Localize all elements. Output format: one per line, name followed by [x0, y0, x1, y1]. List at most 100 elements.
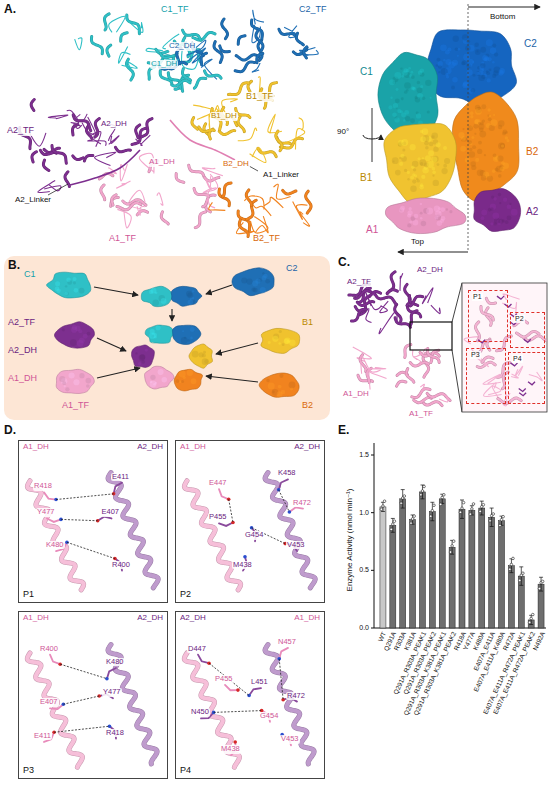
detail-panel: A1_DHA2_DHP1 [18, 440, 168, 603]
assembly-pathway [87, 332, 91, 336]
bar-chart [400, 499, 406, 628]
protein-surface [463, 54, 470, 61]
bar-chart [489, 520, 492, 523]
bar-chart [383, 500, 386, 503]
assembly-pathway [86, 378, 92, 384]
linker-label: A2_Linker [14, 196, 52, 205]
interface-detail [105, 677, 109, 681]
assembly-pathway [192, 351, 199, 358]
assembly-pathway [190, 337, 193, 340]
protein-surface [430, 97, 432, 99]
protein-surface [451, 86, 455, 90]
view-axis [398, 251, 468, 252]
protein-surface [425, 146, 428, 149]
protein-surface [503, 197, 507, 201]
protein-surface [492, 61, 495, 64]
protein-surface [501, 161, 505, 165]
assembly-pathway [263, 274, 268, 279]
region-label: P1 [22, 590, 35, 600]
assembly-pathway [66, 278, 71, 283]
bar-chart [500, 525, 504, 526]
residue-label: K480 [105, 658, 125, 666]
bar-chart [451, 545, 454, 548]
protein-surface [457, 55, 459, 57]
protein-surface [433, 180, 439, 186]
bar-chart [482, 503, 485, 506]
protein-ribbon [222, 19, 228, 39]
protein-surface [477, 169, 484, 176]
protein-ribbon [239, 220, 248, 236]
structure-zoom [519, 393, 526, 396]
assembly-pathway [152, 299, 158, 305]
protein-ribbon [287, 129, 305, 150]
protein-surface [491, 196, 494, 199]
bar-chart [410, 522, 413, 525]
protein-surface [491, 119, 498, 126]
assembly-pathway [4, 256, 330, 420]
protein-surface [480, 47, 486, 53]
subunit-label: B2 [302, 401, 313, 411]
protein-ribbon [121, 33, 127, 41]
view-axis [468, 4, 469, 252]
chain-label: B2_TF [252, 234, 281, 244]
protein-surface [416, 113, 421, 118]
protein-ribbon [52, 146, 66, 164]
view-axis [468, 6, 540, 7]
protein-surface [417, 157, 420, 160]
bar-chart [480, 514, 484, 515]
interface-detail [108, 473, 158, 588]
subunit-label: B2 [526, 146, 538, 157]
protein-surface [483, 57, 487, 61]
interface-detail [265, 645, 314, 764]
assembly-pathway [139, 355, 145, 361]
bar-chart [529, 624, 533, 625]
bar-chart [380, 508, 383, 511]
protein-surface [498, 120, 504, 126]
structure-zoom [519, 388, 526, 391]
protein-surface [410, 175, 414, 179]
interface-detail [219, 523, 233, 526]
protein-ribbon [109, 16, 125, 32]
protein-surface [478, 122, 481, 125]
structure-zoom [511, 363, 518, 366]
assembly-pathway [141, 286, 173, 306]
protein-surface [390, 97, 392, 99]
assembly-pathway [75, 326, 81, 332]
protein-surface [410, 185, 417, 192]
protein-ribbon [161, 212, 168, 224]
panel-letter: E. [338, 424, 349, 437]
protein-surface [437, 58, 441, 62]
protein-ribbon [88, 140, 106, 146]
assembly-pathway [97, 368, 140, 378]
bar-chart [402, 490, 403, 508]
protein-surface [422, 97, 426, 101]
protein-surface [432, 133, 438, 139]
structure-zoom [380, 301, 388, 313]
subunit-label: C1 [360, 66, 373, 77]
chain-label: A2_TF [346, 278, 372, 287]
structure-zoom [486, 298, 495, 303]
protein-ribbon [136, 125, 140, 138]
protein-surface [402, 148, 405, 151]
interface-detail [279, 648, 288, 659]
protein-surface [428, 150, 434, 156]
protein-surface [477, 149, 482, 154]
bar-chart [452, 540, 455, 543]
protein-surface [494, 66, 501, 73]
assembly-pathway [154, 291, 157, 294]
structure-zoom [476, 322, 480, 341]
bar-chart [530, 617, 533, 620]
protein-surface [420, 217, 423, 220]
structure-zoom [349, 272, 547, 412]
protein-ribbon [276, 131, 282, 151]
assembly-pathway [189, 344, 213, 368]
protein-surface [474, 188, 521, 231]
bar-chart [509, 572, 513, 573]
protein-ribbon [189, 165, 204, 176]
protein-ribbon [95, 118, 100, 137]
protein-surface [412, 179, 416, 183]
assembly-pathway [47, 272, 91, 298]
residue-label: E407 [39, 698, 59, 706]
protein-surface [420, 203, 422, 205]
